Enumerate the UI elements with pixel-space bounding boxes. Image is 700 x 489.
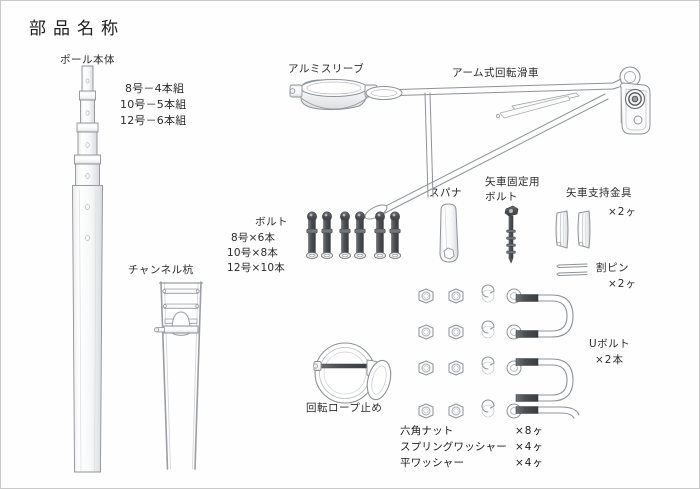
qty-flat-washer: ×4ヶ: [515, 456, 544, 469]
page-title: 部品名称: [29, 19, 125, 39]
yaguruma-fixing-bolt-illustration: [504, 205, 519, 264]
label-hex-nut: 六角ナット: [400, 425, 454, 437]
pole-spec-line-1: 8号－4本組: [125, 82, 185, 95]
spanner-illustration: [439, 203, 459, 263]
label-arm-pulley: アーム式回転滑車: [452, 67, 540, 79]
label-bolt: ボルト: [255, 216, 288, 228]
label-flat-washer: 平ワッシャー: [400, 456, 465, 469]
split-pin-illustration: [556, 263, 588, 277]
fastener-row: [418, 284, 522, 304]
label-yaguruma-fixing-bolt-line2: ボルト: [485, 191, 518, 203]
pole-spec-line-2: 10号－5本組: [120, 98, 187, 111]
label-spanner: スパナ: [429, 187, 462, 199]
pole-body-illustration: [72, 65, 103, 473]
qty-hex-nut: ×8ヶ: [515, 425, 544, 437]
label-pole-body: ポール本体: [60, 54, 115, 66]
fasteners-grid-illustration: [418, 284, 522, 419]
fastener-legend-row: 六角ナット ×8ヶ: [400, 424, 544, 440]
pole-spec-line-3: 12号－6本組: [120, 114, 187, 127]
qty-split-pin: ×2ヶ: [608, 278, 637, 290]
label-yaguruma-bracket: 矢車支持金具: [566, 187, 632, 199]
yaguruma-bracket-illustration: [555, 210, 591, 249]
label-yaguruma-fixing-bolt-line1: 矢車固定用: [485, 176, 540, 188]
rope-stopper-illustration: [313, 342, 392, 404]
label-u-bolt: Uボルト: [589, 338, 631, 350]
bolt-spec-line-2: 10号×8本: [227, 247, 279, 259]
label-spring-washer: スプリングワッシャー: [400, 440, 507, 453]
bolt-spec-line-1: 8号×6本: [231, 232, 276, 244]
fastener-row: [418, 356, 522, 376]
u-bolt-illustration: [515, 294, 580, 419]
label-split-pin: 割ピン: [596, 262, 629, 274]
bolts-illustration: [305, 211, 401, 259]
fastener-legend: 六角ナット ×8ヶ スプリングワッシャー ×4ヶ 平ワッシャー ×4ヶ: [400, 424, 544, 471]
qty-yaguruma-bracket: ×2ヶ: [608, 206, 637, 218]
label-aluminum-sleeve: アルミスリーブ: [288, 63, 365, 75]
bolt-spec-line-3: 12号×10本: [227, 262, 285, 274]
fastener-legend-row: スプリングワッシャー ×4ヶ: [400, 440, 544, 456]
aluminum-sleeve-illustration: [289, 79, 378, 111]
label-channel-stake: チャンネル杭: [128, 264, 194, 276]
fastener-legend-row: 平ワッシャー ×4ヶ: [400, 456, 544, 472]
fastener-row: [418, 320, 522, 340]
qty-u-bolt: ×2本: [595, 354, 624, 366]
label-rope-stopper: 回転ロープ止め: [306, 402, 383, 414]
channel-stake-illustration: [153, 281, 204, 470]
fastener-row: [418, 399, 522, 419]
qty-spring-washer: ×4ヶ: [515, 440, 544, 453]
